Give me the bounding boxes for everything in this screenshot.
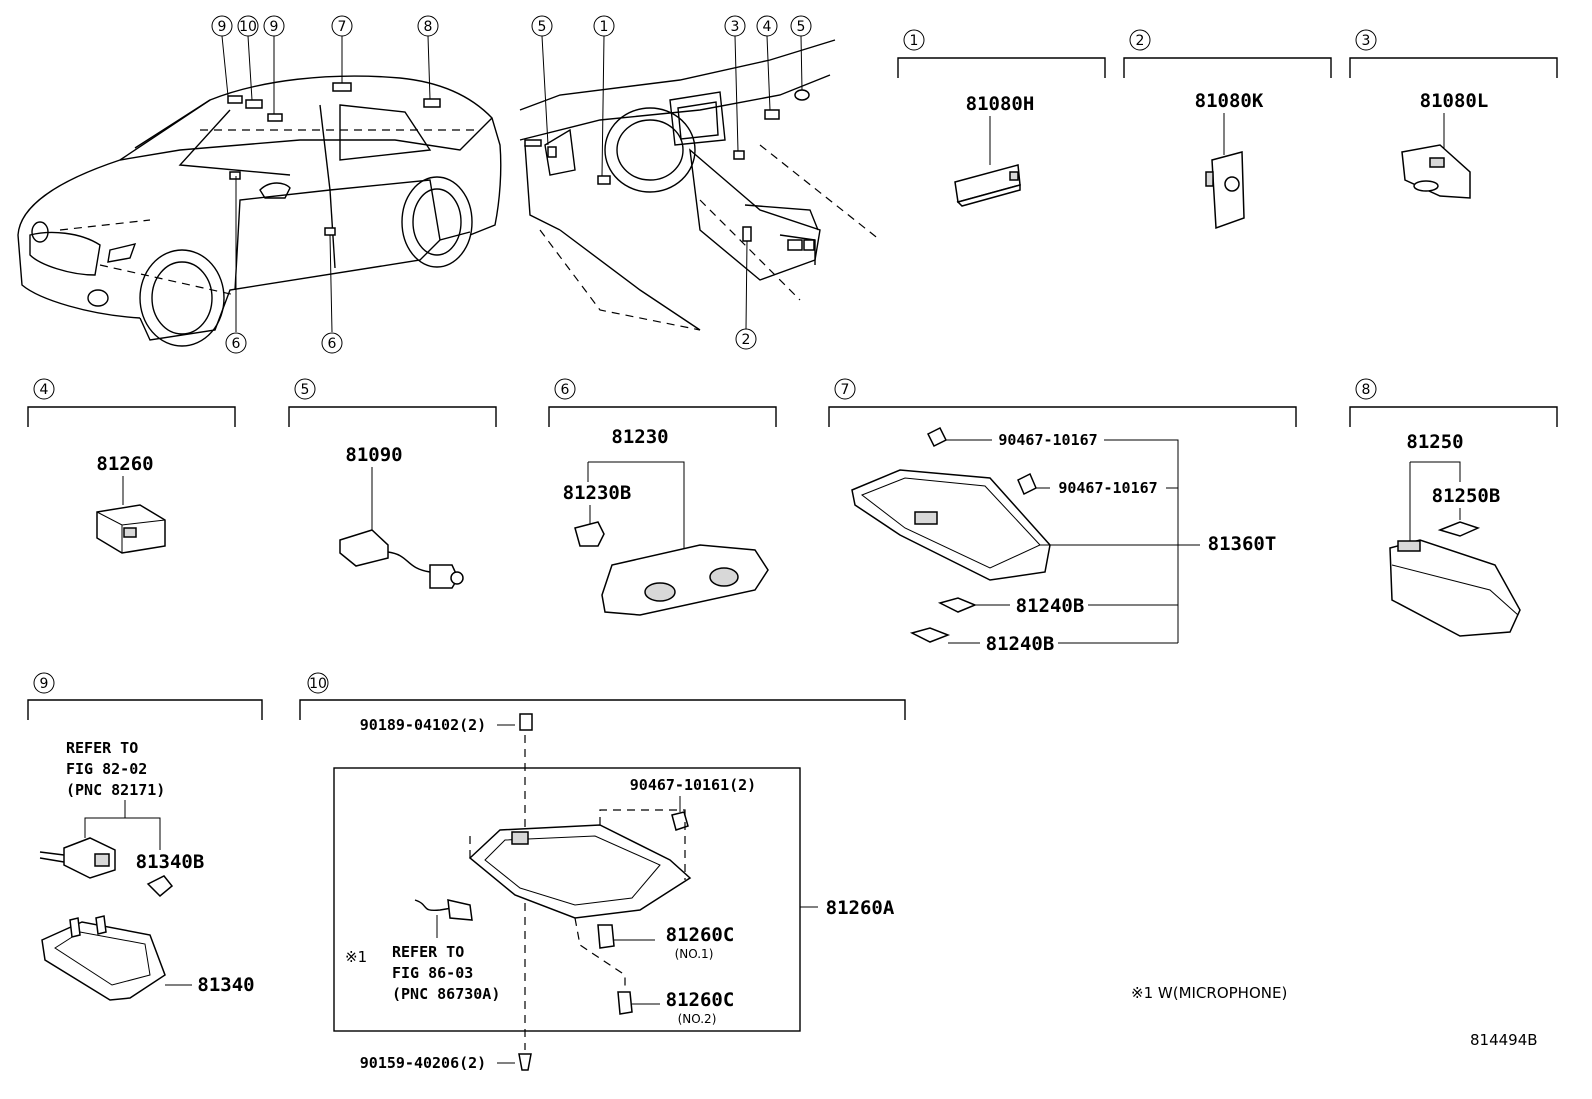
callout-marker: 5 (531, 15, 553, 37)
svg-text:5: 5 (301, 382, 310, 398)
svg-text:81240B: 81240B (1016, 595, 1085, 617)
callout-marker: 8 (417, 15, 439, 37)
svg-text:90159-40206(2): 90159-40206(2) (360, 1054, 486, 1072)
svg-text:9: 9 (40, 676, 49, 692)
callout-marker: 3 (724, 15, 746, 37)
callout-marker: 6 (225, 332, 247, 354)
svg-text:2: 2 (742, 332, 751, 348)
callout-marker: 2 (735, 328, 757, 350)
svg-text:81340B: 81340B (136, 851, 205, 873)
callout-marker: 9 (211, 15, 233, 37)
group-10: 10 90189-04102(2) 90467-10161(2) 81260C … (299, 672, 906, 1072)
svg-text:4: 4 (40, 382, 49, 398)
svg-text:3: 3 (731, 19, 740, 35)
svg-text:90467-10161(2): 90467-10161(2) (630, 776, 756, 794)
svg-text:8: 8 (424, 19, 433, 35)
group-9: 9 REFER TO FIG 82-02 (PNC 82171) 81340B … (27, 672, 263, 1001)
svg-text:81360T: 81360T (1208, 533, 1277, 555)
footnote: ※1 W(MICROPHONE) (1131, 984, 1287, 1002)
group-5: 5 81090 (288, 378, 497, 589)
svg-text:81260C: 81260C (666, 924, 735, 946)
svg-text:4: 4 (763, 19, 772, 35)
callout-marker: 9 (263, 15, 285, 37)
group-8: 8 81250 81250B (1349, 378, 1558, 637)
svg-text:1: 1 (600, 19, 609, 35)
svg-text:5: 5 (797, 19, 806, 35)
callout-marker: 7 (331, 15, 353, 37)
svg-text:6: 6 (328, 336, 337, 352)
svg-text:9: 9 (218, 19, 227, 35)
svg-text:81080K: 81080K (1195, 90, 1264, 112)
group-4: 4 81260 (27, 378, 236, 554)
callout-marker: 1 (593, 15, 615, 37)
callout-marker: 4 (756, 15, 778, 37)
svg-text:(PNC 82171): (PNC 82171) (66, 781, 165, 799)
svg-text:81240B: 81240B (986, 633, 1055, 655)
svg-text:10: 10 (239, 19, 257, 35)
svg-text:81230B: 81230B (563, 482, 632, 504)
svg-text:7: 7 (841, 382, 850, 398)
svg-text:※1: ※1 (345, 948, 367, 966)
svg-text:(NO.2): (NO.2) (678, 1012, 717, 1026)
svg-text:81090: 81090 (345, 444, 402, 466)
svg-text:FIG 82-02: FIG 82-02 (66, 760, 147, 778)
group-1: 1 81080H (897, 29, 1106, 207)
group-3: 3 81080L (1349, 29, 1558, 199)
svg-text:3: 3 (1362, 33, 1371, 49)
svg-text:10: 10 (309, 676, 327, 692)
svg-text:81260A: 81260A (826, 897, 895, 919)
callout-marker: 10 (237, 15, 259, 37)
svg-text:81260: 81260 (96, 453, 153, 475)
svg-text:90467-10167: 90467-10167 (998, 431, 1097, 449)
car-interior-illustration (519, 35, 881, 331)
svg-text:REFER TO: REFER TO (392, 943, 464, 961)
group-6: 6 81230 81230B (548, 378, 777, 616)
svg-text:8: 8 (1362, 382, 1371, 398)
svg-text:1: 1 (910, 33, 919, 49)
callout-marker: 6 (321, 332, 343, 354)
svg-text:81080L: 81080L (1420, 90, 1489, 112)
figure-code: 814494B (1470, 1031, 1538, 1049)
svg-text:6: 6 (561, 382, 570, 398)
svg-text:(PNC 86730A): (PNC 86730A) (392, 985, 500, 1003)
callout-marker: 5 (790, 15, 812, 37)
svg-text:5: 5 (538, 19, 547, 35)
svg-text:6: 6 (232, 336, 241, 352)
svg-text:81250: 81250 (1406, 431, 1463, 453)
car-exterior-illustration (17, 35, 502, 347)
svg-text:2: 2 (1136, 33, 1145, 49)
callout-markers: 9 10 9 7 8 6 6 5 1 3 4 5 2 (211, 15, 812, 354)
group-7: 7 90467-10167 90467-10167 81360T 81240B … (828, 378, 1297, 655)
svg-text:REFER TO: REFER TO (66, 739, 138, 757)
svg-text:81230: 81230 (611, 426, 668, 448)
svg-text:81340: 81340 (197, 974, 254, 996)
svg-text:90189-04102(2): 90189-04102(2) (360, 716, 486, 734)
svg-text:81260C: 81260C (666, 989, 735, 1011)
svg-text:81080H: 81080H (966, 93, 1035, 115)
svg-text:7: 7 (338, 19, 347, 35)
svg-text:FIG 86-03: FIG 86-03 (392, 964, 473, 982)
svg-text:81250B: 81250B (1432, 485, 1501, 507)
svg-text:(NO.1): (NO.1) (675, 947, 714, 961)
group-2: 2 81080K (1123, 29, 1332, 230)
svg-text:9: 9 (270, 19, 279, 35)
svg-text:90467-10167: 90467-10167 (1058, 479, 1157, 497)
